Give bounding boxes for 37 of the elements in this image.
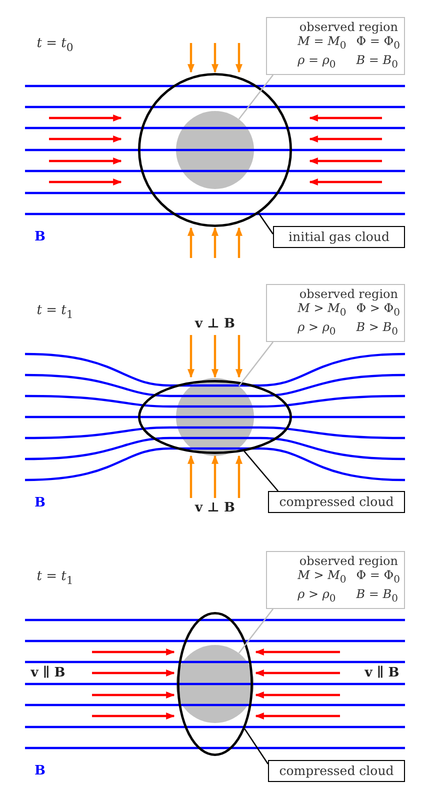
equation: Φ = Φ$_{0}$ [356, 34, 400, 54]
equation: B = B$_{0}$ [356, 53, 399, 73]
box-heading: observed region [298, 20, 399, 34]
equation: B > B$_{0}$ [356, 320, 399, 340]
velocity-label: v ⊥ B [194, 316, 236, 332]
equation: M > M$_{0}$ [298, 568, 346, 588]
box-heading: observed region [298, 554, 399, 568]
leader-line [238, 74, 274, 120]
leader-line [258, 213, 274, 234]
equation: Φ > Φ$_{0}$ [356, 301, 400, 320]
leader-line [238, 342, 274, 386]
time-label: t = t$_{1}$ [36, 569, 74, 587]
equation: ρ = ρ$_{0}$ [298, 53, 337, 73]
equation: ρ > ρ$_{0}$ [298, 320, 337, 340]
equation: B = B$_{0}$ [356, 587, 399, 607]
field-symbol: B [34, 230, 46, 244]
annotation-box [266, 551, 405, 609]
velocity-label: v ∥ B [364, 666, 400, 680]
annotation-box [266, 284, 405, 342]
leader-line [244, 450, 278, 492]
time-label: t = t$_{1}$ [36, 303, 74, 321]
velocity-label: v ∥ B [30, 666, 66, 680]
annotation-box [266, 17, 405, 75]
equation: M > M$_{0}$ [298, 301, 346, 320]
callout-label: initial gas cloud [273, 226, 405, 248]
leader-line [238, 608, 274, 654]
field-symbol: B [34, 764, 46, 778]
equation: Φ = Φ$_{0}$ [356, 568, 400, 588]
box-heading: observed region [298, 287, 399, 301]
leader-line [244, 728, 269, 764]
callout-label: compressed cloud [268, 491, 405, 513]
velocity-label: v ⊥ B [194, 500, 236, 516]
equation: M = M$_{0}$ [298, 34, 346, 54]
time-label: t = t$_{0}$ [36, 36, 74, 54]
field-symbol: B [34, 496, 46, 510]
equation: ρ > ρ$_{0}$ [298, 587, 337, 607]
callout-label: compressed cloud [268, 760, 405, 782]
